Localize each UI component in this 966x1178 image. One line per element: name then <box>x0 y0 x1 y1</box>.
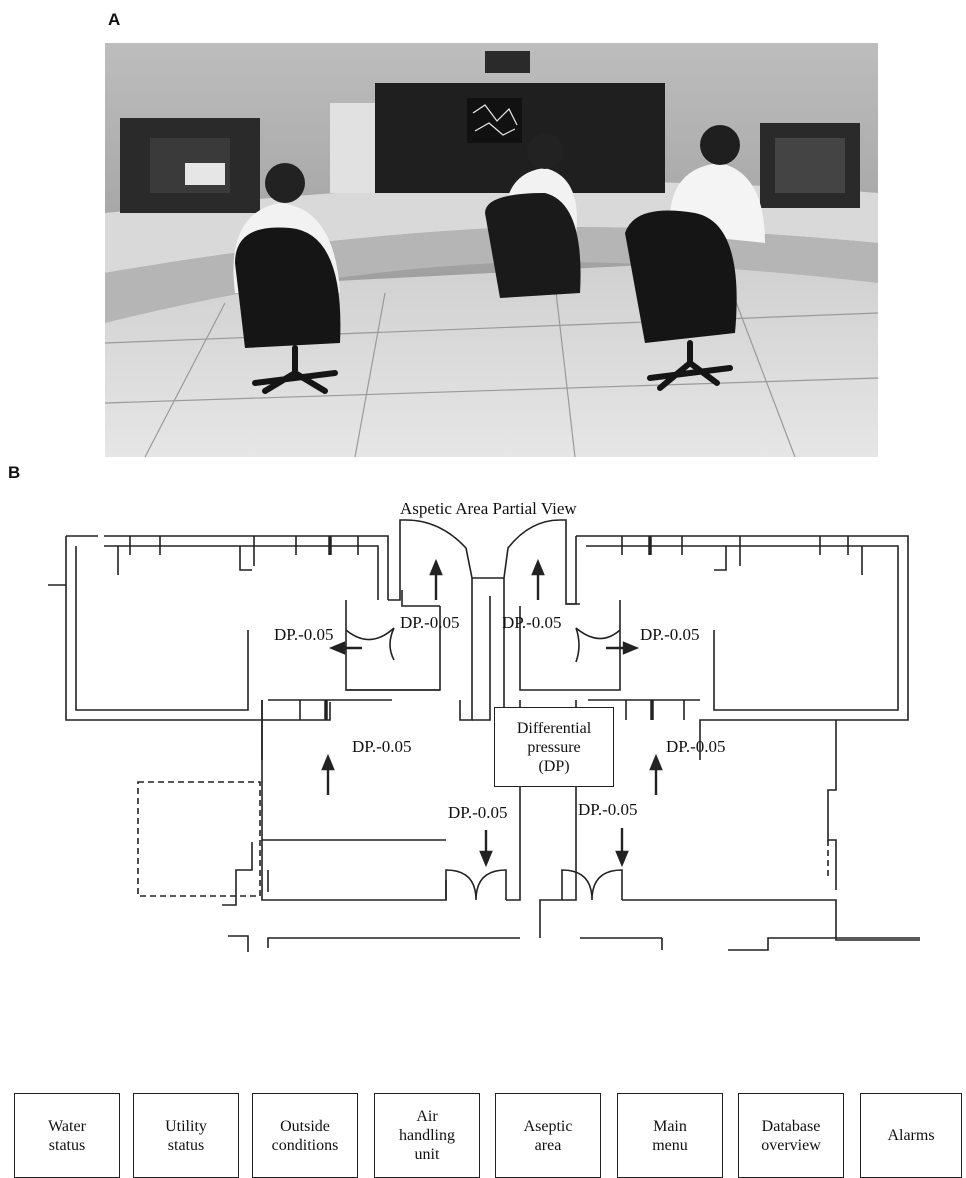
nav-button-label: Alarms <box>887 1127 935 1144</box>
nav-button-air-handling-unit[interactable]: Air handling unit <box>374 1093 480 1178</box>
dp-label-top-right: DP.-0.05 <box>502 613 562 632</box>
nav-button-label: Outside conditions <box>271 1117 339 1154</box>
floor-plan <box>48 519 909 760</box>
panel-b-label: B <box>8 463 21 482</box>
dp-label-right-airlock: DP.-0.05 <box>640 625 700 644</box>
nav-button-outside-conditions[interactable]: Outside conditions <box>252 1093 358 1178</box>
dp-label-left-airlock: DP.-0.05 <box>274 625 334 644</box>
nav-button-main-menu[interactable]: Main menu <box>617 1093 723 1178</box>
nav-button-label: Aseptic area <box>523 1117 573 1154</box>
nav-button-utility-status[interactable]: Utility status <box>133 1093 239 1178</box>
plan-title: Aspetic Area Partial View <box>400 499 577 518</box>
dp-label-right-room: DP.-0.05 <box>666 737 726 756</box>
differential-pressure-legend: Differential pressure (DP) <box>494 707 614 787</box>
nav-button-alarms[interactable]: Alarms <box>860 1093 962 1178</box>
dp-label-right-door: DP.-0.05 <box>578 800 638 819</box>
nav-button-label: Utility status <box>165 1117 207 1154</box>
nav-button-label: Air handling unit <box>399 1108 455 1163</box>
nav-button-label: Water status <box>48 1117 86 1154</box>
nav-button-aseptic-area[interactable]: Aseptic area <box>495 1093 601 1178</box>
floor-plan-lower: Aspetic Area Partial View DP.-0.05 DP.-0… <box>137 499 920 952</box>
dp-label-left-room: DP.-0.05 <box>352 737 412 756</box>
differential-pressure-legend-text: Differential pressure (DP) <box>516 719 592 775</box>
dp-label-top-left: DP.-0.05 <box>400 613 460 632</box>
nav-button-water-status[interactable]: Water status <box>14 1093 120 1178</box>
nav-button-label: Main menu <box>652 1117 688 1154</box>
control-room-photo <box>105 43 878 457</box>
dp-label-left-door: DP.-0.05 <box>448 803 508 822</box>
nav-button-label: Database overview <box>761 1117 821 1154</box>
panel-a-label: A <box>108 10 121 29</box>
nav-button-database-overview[interactable]: Database overview <box>738 1093 844 1178</box>
